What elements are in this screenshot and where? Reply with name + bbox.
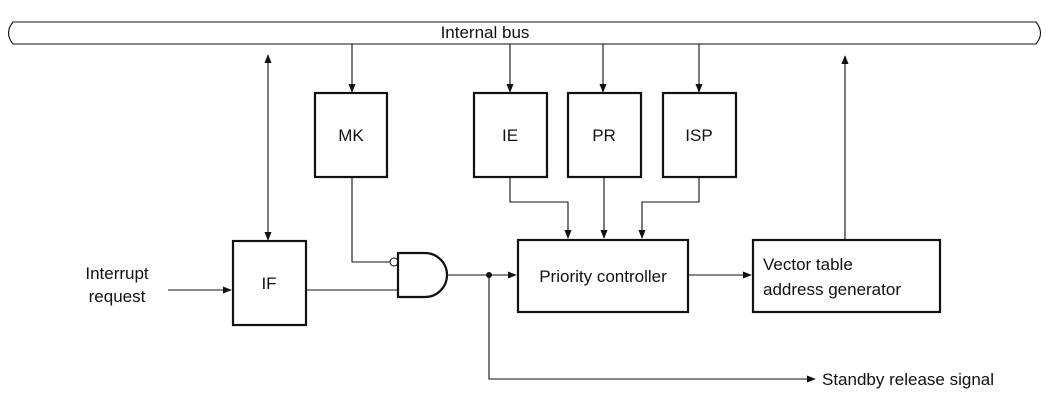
- and-gate: [396, 251, 449, 299]
- vector-table-label-line1: Vector table: [763, 255, 853, 274]
- vector-table-label-line2: address generator: [763, 280, 901, 299]
- interrupt-request-label-line2: request: [89, 287, 146, 306]
- pr-register: PR: [566, 91, 643, 179]
- priority-controller: Priority controller: [516, 238, 690, 314]
- vector-table-generator: Vector table address generator: [751, 238, 942, 314]
- internal-bus-label: Internal bus: [441, 23, 530, 42]
- interrupt-request-label-line1: Interrupt: [85, 264, 149, 283]
- internal-bus: Internal bus: [7, 21, 1042, 45]
- mk-register-label: MK: [338, 126, 364, 145]
- standby-release-label: Standby release signal: [822, 370, 994, 389]
- standby-release-arrow: [488, 275, 816, 383]
- isp-to-priority-arrow: [638, 177, 700, 239]
- mk-register: MK: [313, 91, 389, 179]
- priority-controller-label: Priority controller: [539, 267, 667, 286]
- ie-to-priority-arrow: [509, 177, 572, 239]
- ie-register-label: IE: [502, 126, 518, 145]
- isp-register-label: ISP: [685, 126, 712, 145]
- mk-to-gate-line: [351, 177, 390, 263]
- inverter-bubble: [389, 257, 399, 267]
- if-flag: IF: [231, 239, 308, 327]
- if-flag-label: IF: [261, 274, 276, 293]
- pr-register-label: PR: [592, 126, 616, 145]
- isp-register: ISP: [661, 91, 738, 179]
- ie-register: IE: [472, 91, 549, 179]
